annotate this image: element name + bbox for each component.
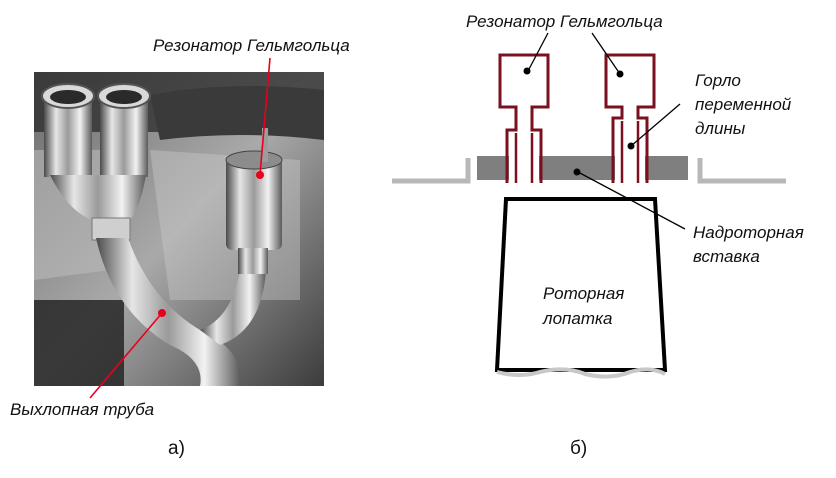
- label-insert-line2: вставка: [693, 247, 760, 266]
- exhaust-main-pipe: [96, 238, 241, 386]
- rotor-blade: [494, 197, 668, 372]
- label-blade-line1: Роторная: [543, 284, 625, 303]
- resonator-1-throat-gap: [509, 140, 539, 180]
- caption-a: а): [168, 438, 185, 459]
- leader-throat: [630, 103, 681, 147]
- schematic-diagram: [392, 32, 786, 379]
- resonator-neck: [238, 248, 268, 274]
- photo-heat-shield-edge: [150, 86, 324, 140]
- helmholtz-resonator-can: [226, 158, 282, 250]
- resonator-1-chamber: [498, 53, 550, 109]
- exhaust-tip-right-hole: [106, 90, 142, 104]
- casing-left: [392, 158, 471, 184]
- label-blade-line2: лопатка: [543, 309, 613, 328]
- resonator-branch-pipe: [200, 270, 266, 345]
- rotor-blade-break: [496, 367, 666, 379]
- leader-resonator-2: [591, 32, 621, 75]
- pointer-line-resonator: [259, 57, 271, 176]
- over-rotor-insert: [477, 156, 688, 180]
- label-throat-line1: Горло: [695, 71, 741, 90]
- label-helmholtz-resonator-schematic: Резонатор Гельмгольца: [466, 12, 663, 31]
- label-insert-line1: Надроторная: [693, 223, 804, 242]
- exhaust-y-merge: [50, 175, 146, 222]
- label-helmholtz-resonator-photo: Резонатор Гельмгольца: [153, 36, 350, 55]
- resonator-hanger: [262, 128, 268, 162]
- label-throat-line2: переменной: [695, 95, 792, 114]
- exhaust-clamp: [91, 217, 131, 241]
- resonator-can-top: [225, 150, 283, 170]
- leader-lines: [523, 32, 686, 230]
- casing-right: [697, 158, 786, 184]
- leader-insert: [577, 171, 686, 230]
- exhaust-photo: [34, 57, 324, 399]
- label-throat-line3: длины: [695, 119, 746, 138]
- resonator-2-chamber: [604, 53, 656, 109]
- caption-b: б): [570, 438, 588, 459]
- leader-resonator-1: [527, 32, 549, 72]
- exhaust-tip-left-hole: [50, 90, 86, 104]
- pointer-line-exhaust: [89, 312, 163, 399]
- photo-suspension-dark: [34, 300, 124, 386]
- label-exhaust-pipe: Выхлопная труба: [10, 400, 155, 419]
